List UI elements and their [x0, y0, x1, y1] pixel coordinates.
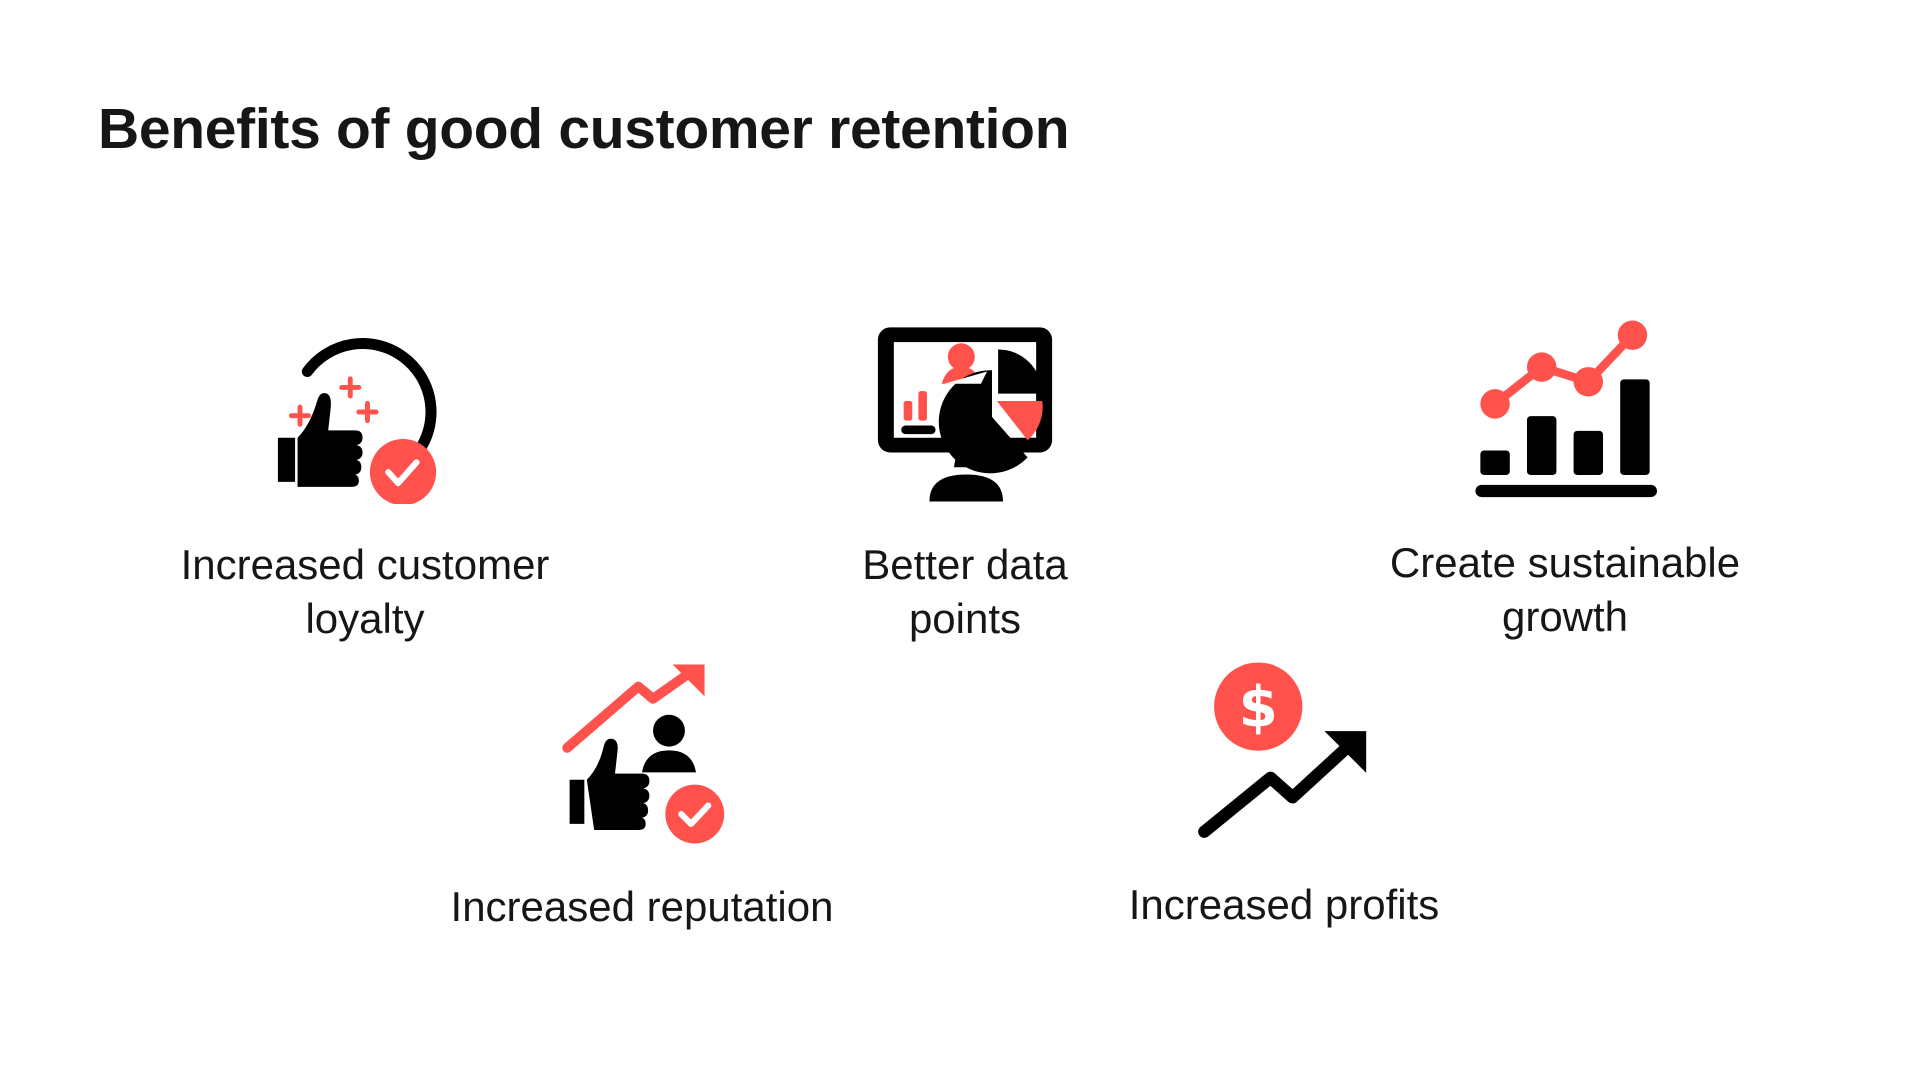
thumbs-up-loyalty-icon — [277, 338, 437, 504]
page-title: Benefits of good customer retention — [98, 97, 1070, 161]
monitor-analytics-icon — [877, 327, 1053, 502]
benefit-reputation: Increased reputation — [382, 662, 902, 934]
benefit-label: Increased reputation — [450, 883, 834, 930]
growth-chart-icon — [1475, 320, 1657, 498]
reputation-icon — [562, 664, 725, 844]
svg-text:$: $ — [1239, 675, 1278, 740]
profit-arrow-icon: $ — [1198, 662, 1367, 838]
benefit-profits: $ Increased profits — [1024, 660, 1544, 932]
benefit-label: Increased profits — [1128, 881, 1440, 928]
